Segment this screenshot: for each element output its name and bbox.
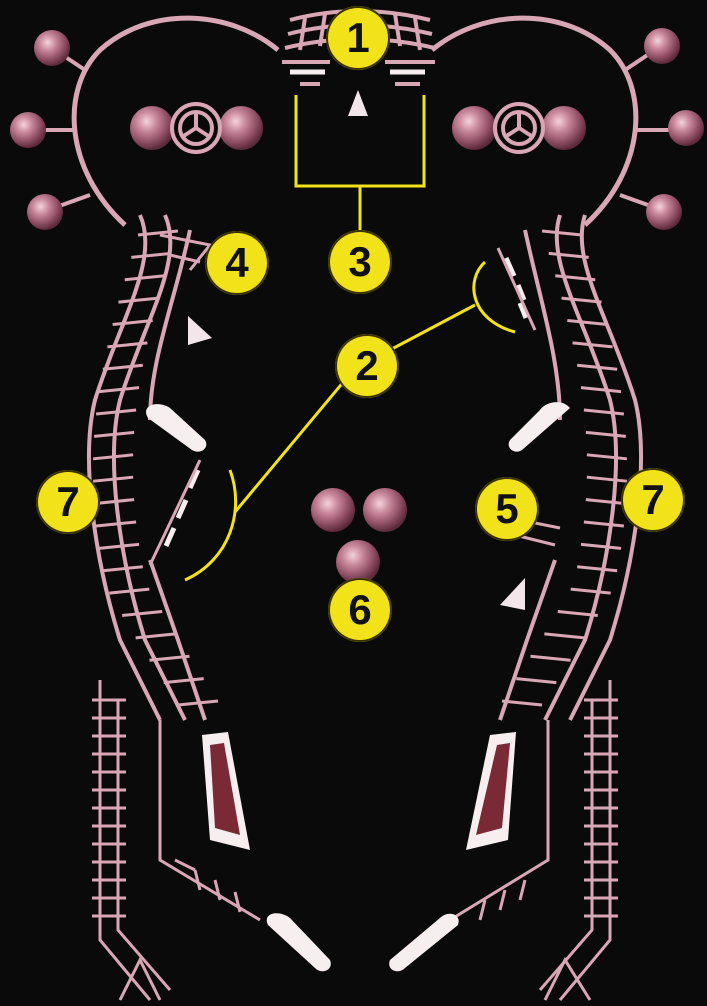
bumper-ball-icon [452,106,496,150]
spinner-wheel-icon [495,104,543,152]
bumper-ball-icon [646,194,682,230]
callout-2: 2 [335,334,399,398]
left-spinner-cluster [130,104,263,152]
right-spinner-cluster [452,104,586,152]
bumper-ball-icon [668,110,704,146]
bumper-ball-icon [34,30,70,66]
bumper-ball-icon [27,194,63,230]
spinner-wheel-icon [172,104,220,152]
callout-3: 3 [328,230,392,294]
bumper-ball-icon [10,112,46,148]
bumper-ball-icon [542,106,586,150]
bumper-ball-icon [130,106,174,150]
bumper-ball-icon [363,488,407,532]
callout-7-right: 7 [621,468,685,532]
callout-5: 5 [475,477,539,541]
callout-4: 4 [205,231,269,295]
bumper-ball-icon [311,488,355,532]
bumper-ball-icon [219,106,263,150]
bumper-ball-icon [644,28,680,64]
callout-7-left: 7 [36,470,100,534]
callout-6: 6 [328,578,392,642]
callout-1: 1 [326,6,390,70]
